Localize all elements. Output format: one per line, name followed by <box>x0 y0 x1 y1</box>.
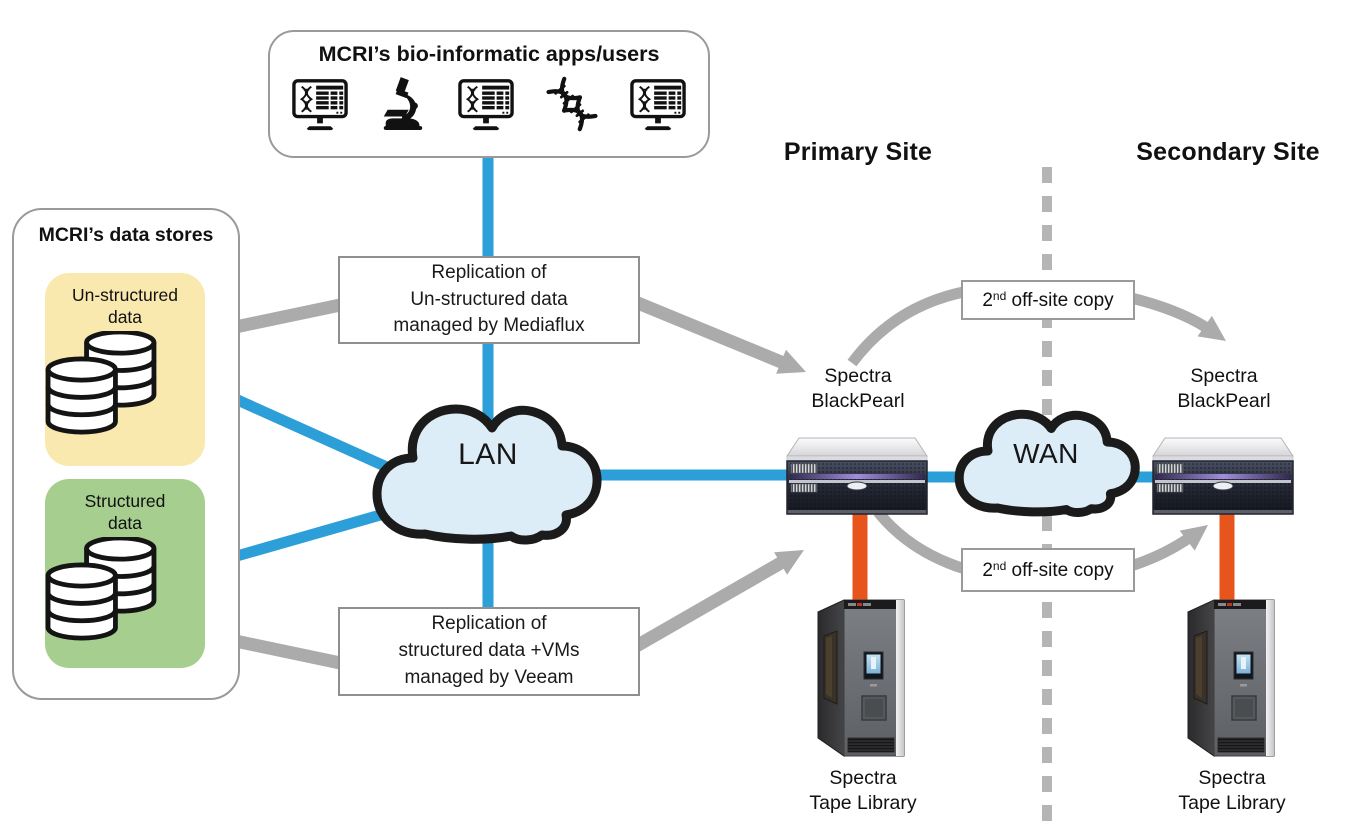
structured-data-label: Structured data <box>84 491 166 534</box>
blackpearl-primary-label: Spectra BlackPearl <box>811 365 905 413</box>
mediaflux-replication-box: Replication of Un-structured data manage… <box>338 256 640 344</box>
database-stack-icon <box>45 536 157 641</box>
mediaflux-to-blackpearl-line <box>630 294 789 371</box>
database-stack-icon <box>45 330 157 435</box>
lan-links <box>199 158 1168 608</box>
dna-helix-icon <box>546 76 598 132</box>
secondary-site-title: Secondary Site <box>1136 138 1320 166</box>
wan-cloud <box>959 414 1135 512</box>
offsite-copy-box-bottom: 2nd off-site copy <box>961 548 1135 592</box>
offsite-copy-label: 2nd off-site copy <box>982 288 1114 311</box>
tape-links <box>852 505 1235 600</box>
monitor-dna-icon <box>458 79 514 131</box>
blackpearl-device-secondary <box>1152 437 1294 515</box>
arrowhead-offsite-bottom <box>1179 525 1208 551</box>
tape-library-primary-label: Spectra Tape Library <box>809 767 917 815</box>
arrowhead-offsite-top <box>1197 315 1226 341</box>
microscope-icon <box>383 77 423 130</box>
monitor-dna-icon <box>292 79 348 131</box>
lan-label: LAN <box>458 438 518 471</box>
offsite-copy-box-top: 2nd off-site copy <box>961 280 1135 320</box>
apps-box-title: MCRI’s bio-informatic apps/users <box>318 42 660 66</box>
tape-library-secondary-label: Spectra Tape Library <box>1178 767 1286 815</box>
mediaflux-replication-label: Replication of Un-structured data manage… <box>393 261 585 337</box>
tape-library-device-secondary <box>1187 599 1275 757</box>
data-stores-title: MCRI’s data stores <box>38 224 214 246</box>
monitor-dna-icon <box>630 79 686 131</box>
lan-cloud <box>377 409 597 540</box>
arrowheads <box>774 349 806 575</box>
veeam-replication-label: Replication of structured data +VMs mana… <box>398 613 580 688</box>
primary-site-title: Primary Site <box>783 138 933 166</box>
arrowhead-mediaflux <box>776 349 806 374</box>
unstructured-data-label: Un-structured data <box>71 285 178 328</box>
tape-library-device-primary <box>817 599 905 757</box>
unstructured-data-card: Un-structured data <box>45 273 205 466</box>
apps-box: MCRI’s bio-informatic apps/users <box>268 30 710 158</box>
blackpearl-device-primary <box>786 437 928 515</box>
structured-data-card: Structured data <box>45 479 205 668</box>
veeam-replication-box: Replication of structured data +VMs mana… <box>338 607 640 696</box>
apps-icon-row <box>270 76 708 132</box>
replication-arrows <box>200 294 790 671</box>
wan-label: WAN <box>1013 438 1079 469</box>
veeam-to-blackpearl-line <box>629 554 790 654</box>
offsite-copy-label: 2nd off-site copy <box>982 558 1114 581</box>
blackpearl-secondary-label: Spectra BlackPearl <box>1177 365 1271 413</box>
arrowhead-veeam <box>774 550 804 575</box>
